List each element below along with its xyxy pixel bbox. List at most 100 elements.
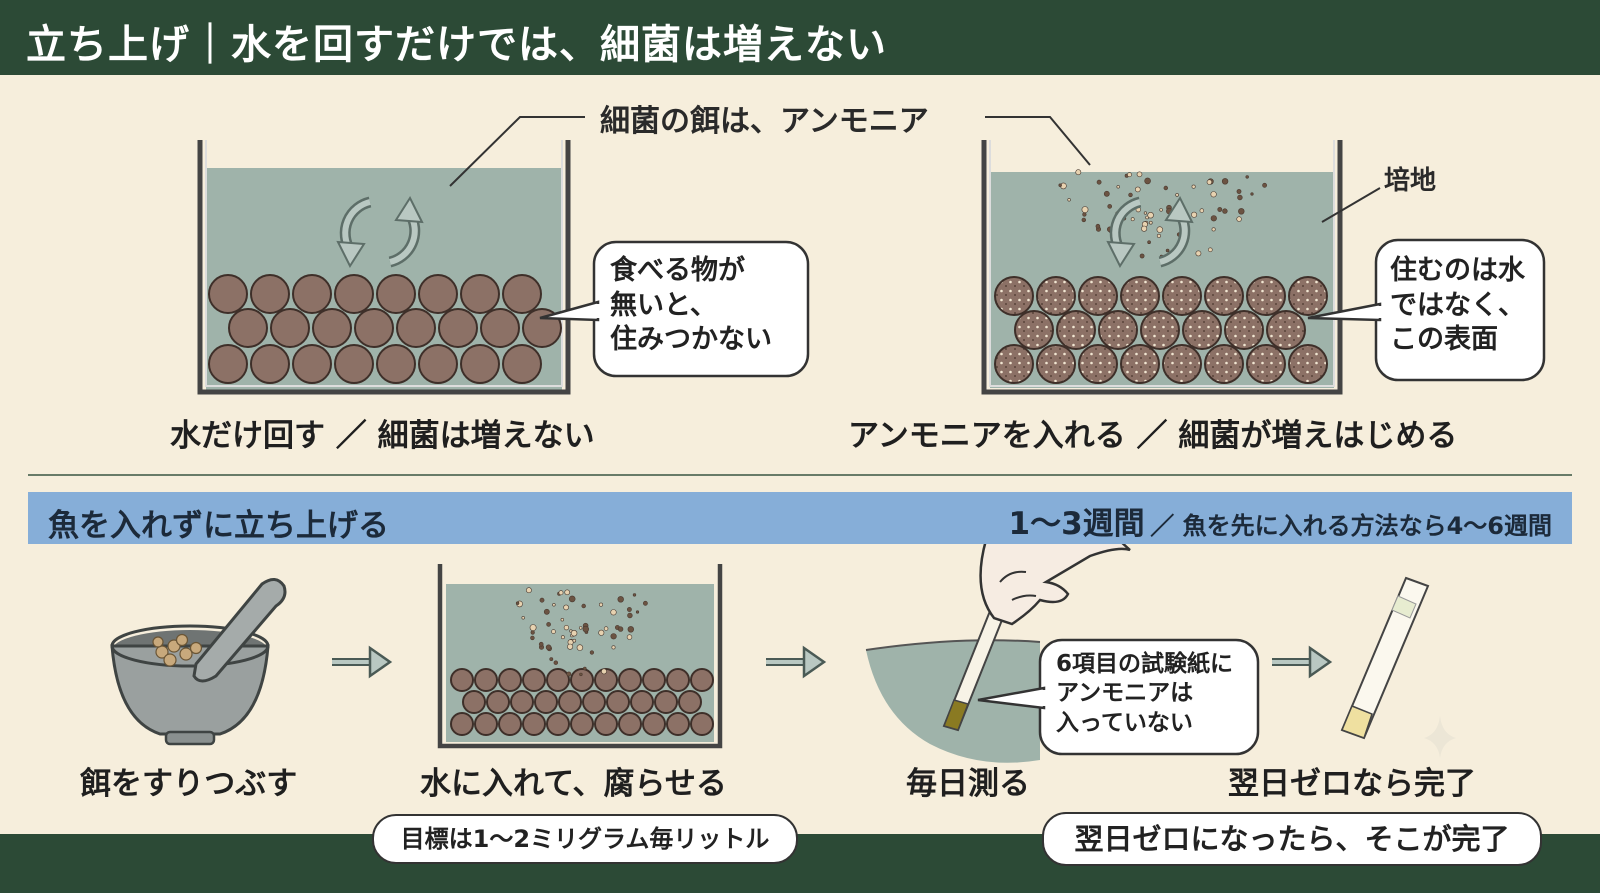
substrate-ball bbox=[510, 690, 534, 714]
ammonia-flake bbox=[603, 626, 609, 631]
substrate-ball bbox=[1288, 344, 1328, 384]
ammonia-flake bbox=[601, 668, 607, 675]
ammonia-flake bbox=[643, 600, 648, 606]
test-bubble-line: 6項目の試験紙に bbox=[1056, 651, 1234, 677]
header-bar: 立ち上げ｜水を回すだけでは、細菌は増えない bbox=[0, 0, 1600, 75]
substrate-ball bbox=[594, 712, 618, 736]
hand-icon bbox=[979, 529, 1131, 626]
substrate-ball bbox=[486, 690, 510, 714]
ammonia-flake bbox=[626, 634, 633, 640]
ammonia-flake bbox=[1147, 240, 1151, 244]
step-label-measure: 毎日測る bbox=[906, 766, 1030, 802]
ammonia-flake bbox=[581, 603, 586, 609]
done-pill: 翌日ゼロになったら、そこが完了 bbox=[1042, 812, 1542, 866]
ammonia-flake bbox=[1147, 212, 1154, 219]
substrate-ball bbox=[666, 668, 690, 692]
substrate-ball bbox=[1036, 344, 1076, 384]
ammonia-flakes bbox=[1058, 169, 1267, 259]
substrate-ball bbox=[570, 668, 594, 692]
left-bubble-line: 無いと、 bbox=[610, 289, 717, 321]
substrate-ball bbox=[1204, 276, 1244, 316]
ammonia-flake bbox=[617, 626, 624, 632]
ammonia-flake bbox=[1156, 226, 1164, 233]
substrate-ball bbox=[630, 690, 654, 714]
left-bubble-text: 食べる物が 無いと、 住みつかない bbox=[610, 254, 772, 358]
substrate-ball bbox=[582, 690, 606, 714]
right-bubble-text: 住むのは水 ではなく、 この表面 bbox=[1390, 254, 1525, 358]
substrate-ball bbox=[1288, 276, 1328, 316]
ammonia-flake bbox=[1165, 248, 1170, 253]
substrate-ball bbox=[558, 690, 582, 714]
substrate-ball bbox=[522, 712, 546, 736]
band-title: 魚を入れずに立ち上げる bbox=[48, 508, 389, 544]
substrate-ball bbox=[1078, 276, 1118, 316]
sparkle-icon bbox=[1424, 716, 1456, 758]
ammonia-flake bbox=[1238, 208, 1245, 215]
substrate-ball bbox=[460, 274, 500, 314]
substrate-ball bbox=[1246, 344, 1286, 384]
ammonia-flake bbox=[1217, 207, 1223, 212]
ammonia-flake bbox=[1095, 223, 1101, 229]
ammonia-flake bbox=[552, 603, 556, 607]
substrate-ball bbox=[690, 668, 714, 692]
mortar-pestle-icon bbox=[110, 578, 287, 746]
test-strip-clean-icon bbox=[1340, 576, 1430, 740]
ammonia-flake bbox=[521, 616, 525, 620]
ammonia-flake bbox=[1237, 194, 1243, 201]
ammonia-flake bbox=[1082, 212, 1087, 217]
substrate-ball bbox=[474, 712, 498, 736]
ammonia-flake bbox=[563, 604, 569, 611]
substrate-ball bbox=[450, 712, 474, 736]
ammonia-flake bbox=[526, 587, 532, 594]
left-balls bbox=[208, 274, 562, 384]
substrate-ball bbox=[502, 344, 542, 384]
ammonia-flake bbox=[1130, 217, 1135, 222]
duration-value: 1〜3週間 bbox=[1008, 506, 1145, 542]
ammonia-flake bbox=[551, 629, 556, 634]
ammonia-flake bbox=[1096, 179, 1102, 185]
speech-bubble-right bbox=[1307, 238, 1546, 382]
substrate-ball bbox=[1162, 276, 1202, 316]
substrate-ball bbox=[678, 690, 702, 714]
substrate-ball bbox=[270, 308, 310, 348]
ammonia-flake bbox=[1211, 227, 1216, 232]
ammonia-flake bbox=[1206, 179, 1213, 185]
ammonia-flake bbox=[1250, 192, 1254, 196]
ammonia-flake bbox=[572, 638, 577, 643]
ammonia-flake bbox=[582, 625, 589, 633]
ammonia-flake bbox=[1208, 247, 1213, 253]
ammonia-flake bbox=[1081, 206, 1089, 213]
speech-bubble-test bbox=[977, 638, 1260, 756]
ammonia-flake bbox=[1191, 184, 1196, 189]
substrate-ball bbox=[480, 308, 520, 348]
substrate-ball bbox=[208, 274, 248, 314]
ammonia-flake bbox=[1163, 185, 1169, 191]
step-label-done: 翌日ゼロなら完了 bbox=[1228, 766, 1476, 802]
substrate-ball bbox=[292, 344, 332, 384]
ammonia-flake bbox=[545, 644, 552, 651]
substrate-ball bbox=[534, 690, 558, 714]
test-bubble-text: 6項目の試験紙に アンモニアは 入っていない bbox=[1056, 650, 1233, 738]
right-bubble-line: ではなく、 bbox=[1390, 289, 1525, 321]
ammonia-flake bbox=[1221, 178, 1229, 185]
ammonia-flake bbox=[1067, 198, 1071, 202]
test-bubble-line: アンモニアは bbox=[1056, 680, 1194, 707]
ammonia-food-label: 細菌の餌は、アンモニア bbox=[600, 104, 929, 139]
substrate-ball bbox=[522, 668, 546, 692]
substrate-ball bbox=[642, 712, 666, 736]
substrate-ball bbox=[354, 308, 394, 348]
ammonia-flake bbox=[1245, 175, 1249, 179]
ammonia-flake bbox=[1210, 191, 1217, 198]
ammonia-flake bbox=[1058, 183, 1062, 187]
substrate-ball bbox=[498, 668, 522, 692]
ammonia-flake bbox=[1191, 211, 1198, 218]
tank-rotting-food bbox=[437, 564, 723, 749]
substrate-ball bbox=[250, 344, 290, 384]
substrate-ball bbox=[312, 308, 352, 348]
substrate-ball bbox=[1246, 276, 1286, 316]
substrate-ball bbox=[570, 712, 594, 736]
substrate-ball bbox=[1014, 310, 1054, 350]
ammonia-flake bbox=[610, 609, 617, 616]
right-bubble-line: この表面 bbox=[1390, 324, 1498, 356]
